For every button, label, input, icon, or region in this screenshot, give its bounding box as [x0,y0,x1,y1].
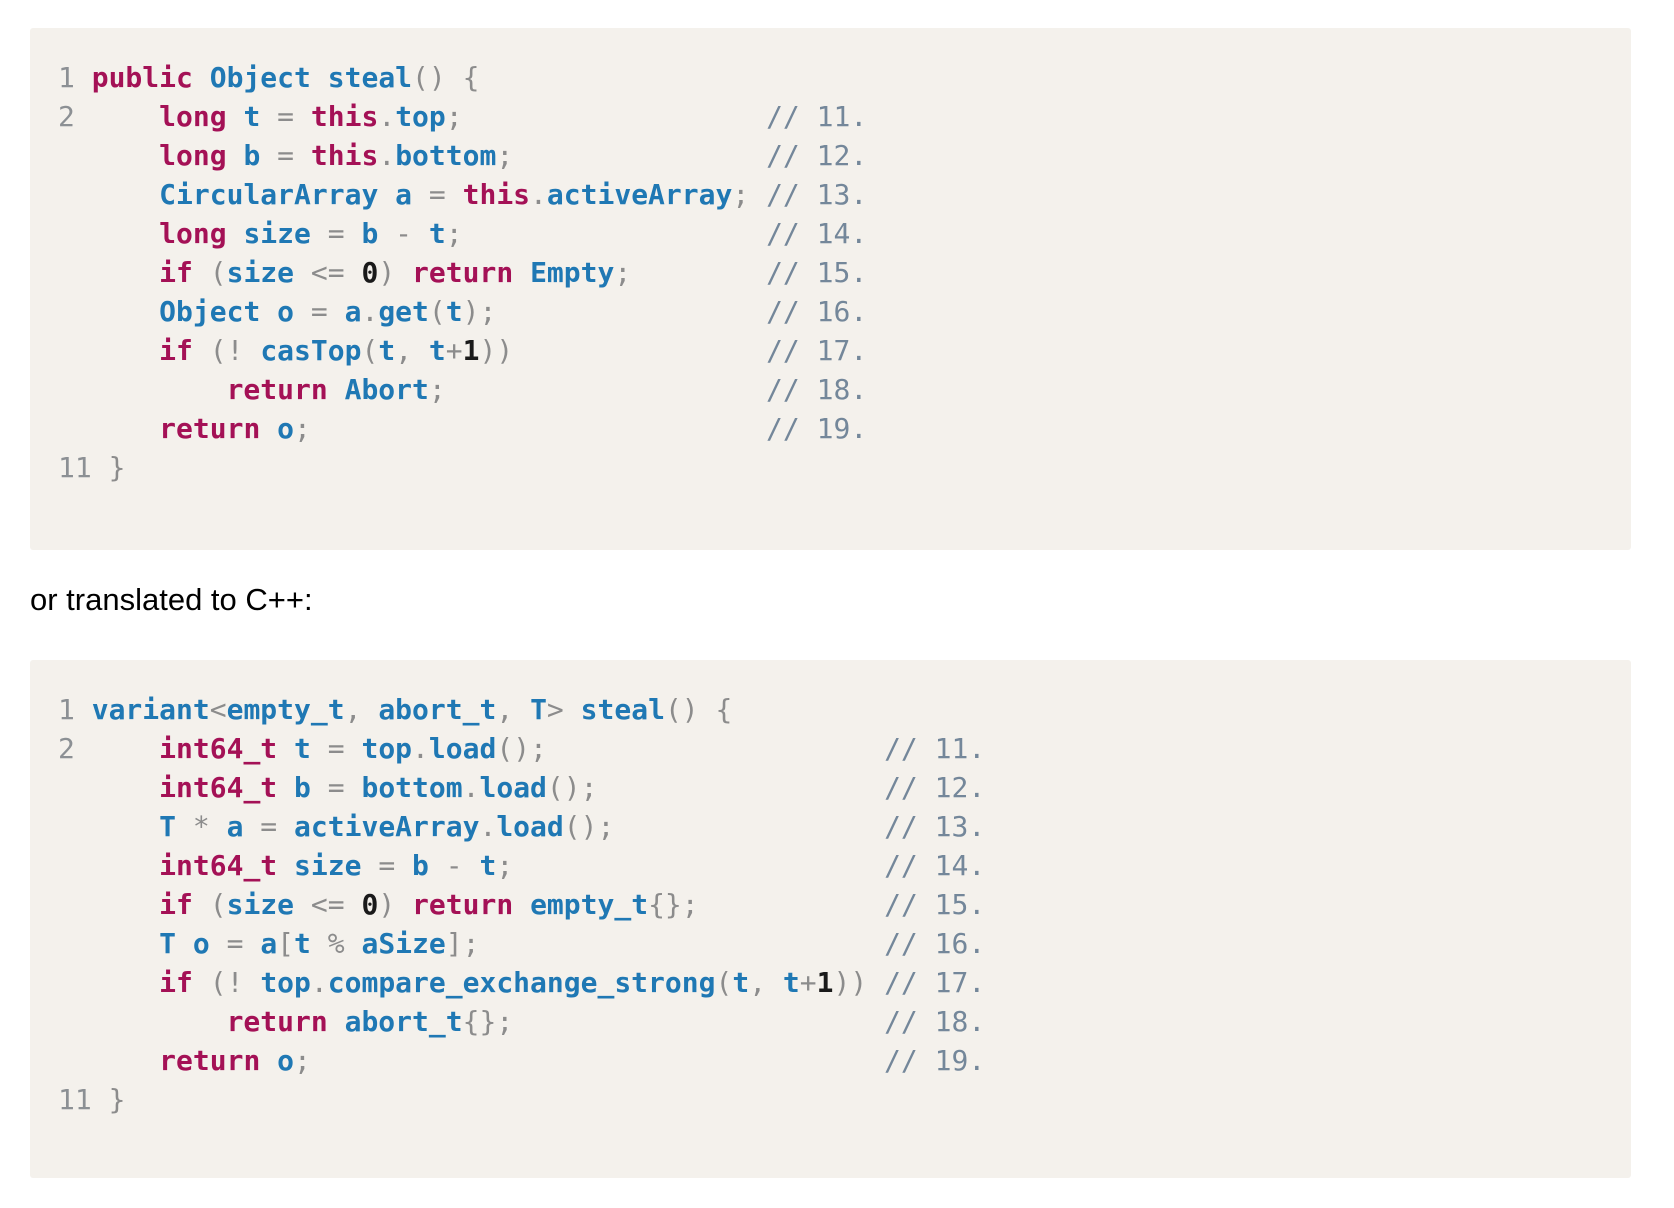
code-line: long size = b - t; // 14. [159,217,868,250]
code-line: return o; // 19. [159,412,868,445]
code-line: 1 variant<empty_t, abort_t, T> steal() { [58,693,733,726]
code-block-cpp-steal: 1 variant<empty_t, abort_t, T> steal() {… [30,660,1631,1178]
code-line: T * a = activeArray.load(); // 13. [159,810,986,843]
paragraph-translated-to-cpp: or translated to C++: [30,582,313,617]
code-line: CircularArray a = this.activeArray; // 1… [159,178,868,211]
code-line: 2 long t = this.top; // 11. [58,100,868,133]
code-line: 1 public Object steal() { [58,61,480,94]
code-line: return abort_t{}; // 18. [226,1005,986,1038]
code-line: 11 } [58,451,126,484]
code-line: int64_t b = bottom.load(); // 12. [159,771,986,804]
code-line: 11 } [58,1083,126,1116]
code-line: T o = a[t % aSize]; // 16. [159,927,986,960]
code-line: if (! top.compare_exchange_strong(t, t+1… [159,966,986,999]
code-line: if (size <= 0) return empty_t{}; // 15. [159,888,986,921]
code-line: Object o = a.get(t); // 16. [159,295,868,328]
code-line: return o; // 19. [159,1044,986,1077]
code-line: 2 int64_t t = top.load(); // 11. [58,732,986,765]
code-line: if (! casTop(t, t+1)) // 17. [159,334,868,367]
code-line: int64_t size = b - t; // 14. [159,849,986,882]
code-line: long b = this.bottom; // 12. [159,139,868,172]
code-block-java-steal: 1 public Object steal() { 2 long t = this… [30,28,1631,550]
code-line: return Abort; // 18. [226,373,868,406]
code-line: if (size <= 0) return Empty; // 15. [159,256,868,289]
